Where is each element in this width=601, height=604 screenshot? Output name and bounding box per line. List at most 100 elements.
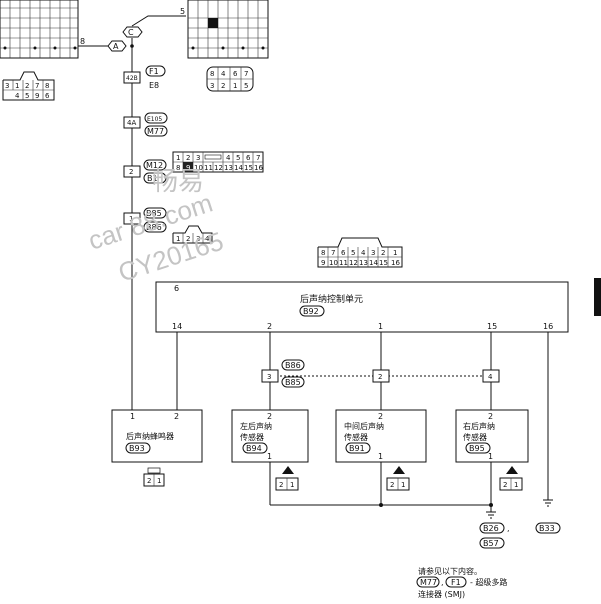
pin-5-label: 5 bbox=[180, 7, 185, 16]
cu-pin-15: 15 bbox=[487, 322, 497, 331]
notes: 请参见以下内容。 M77 , F1 - 超级多路 连接器 (SMJ) bbox=[416, 566, 507, 599]
harness-1-num: 1 bbox=[129, 215, 133, 223]
m12-p8: 8 bbox=[176, 164, 180, 172]
harness-connector-2: 2 M12 B1 bbox=[123, 159, 167, 184]
b94-pin-top: 2 bbox=[267, 412, 272, 421]
m12-p16: 16 bbox=[254, 164, 263, 172]
cr-1: 8 bbox=[210, 70, 214, 78]
m12-pin-grid: 1 2 3 4 5 6 7 8 9 10 11 12 13 14 15 16 bbox=[172, 151, 264, 173]
note-sep: , bbox=[441, 578, 444, 587]
ground-b26: B26 bbox=[483, 524, 499, 533]
component-b94: 2 左后声纳 传感器 B94 1 bbox=[231, 409, 309, 463]
b94-pin-bottom: 1 bbox=[267, 452, 272, 461]
note-desc: - 超级多路 bbox=[470, 577, 507, 587]
cl-8: 9 bbox=[35, 92, 39, 100]
b91-pin-bottom: 1 bbox=[378, 452, 383, 461]
b92-p1: 1 bbox=[393, 249, 397, 257]
pin-8-label: 8 bbox=[80, 37, 85, 46]
b92-p2: 2 bbox=[381, 249, 385, 257]
cl-2: 1 bbox=[15, 82, 19, 90]
b94-code: B94 bbox=[246, 444, 262, 453]
sensor-connector-b94: 2 1 bbox=[275, 466, 299, 491]
b86-p3: 3 bbox=[196, 235, 200, 243]
ground-wires bbox=[269, 462, 553, 519]
b86-pin-grid: 1 2 3 4 bbox=[172, 225, 213, 244]
harness-4a-num: 4A bbox=[127, 119, 136, 127]
b91-code: B91 bbox=[349, 444, 365, 453]
harness-connector-4a: 4A E105 M77 bbox=[123, 112, 168, 137]
cr-7: 1 bbox=[233, 82, 237, 90]
b92-p16: 16 bbox=[391, 259, 400, 267]
b92-p4: 4 bbox=[361, 249, 366, 257]
watermark-line1: 畅易 bbox=[152, 166, 204, 196]
joint-b85-code: B85 bbox=[285, 378, 301, 387]
cr-5: 3 bbox=[210, 82, 214, 90]
page-edge-marker bbox=[594, 278, 601, 316]
note-f1: F1 bbox=[451, 578, 461, 587]
m12-p11: 11 bbox=[204, 164, 213, 172]
note-line1: 请参见以下内容。 bbox=[418, 566, 482, 576]
joint-1-num: 3 bbox=[267, 373, 271, 381]
sensor-connector-b95: 2 1 bbox=[499, 466, 523, 491]
m12-p3: 3 bbox=[196, 154, 200, 162]
m12-p1: 1 bbox=[176, 154, 180, 162]
b91-name-2: 传感器 bbox=[344, 432, 368, 442]
connector-c: C bbox=[122, 26, 143, 38]
control-unit-code: B92 bbox=[303, 307, 319, 316]
joint-b86-code: B86 bbox=[285, 361, 301, 370]
harness-e105-code: E105 bbox=[147, 116, 162, 123]
harness-e8-code: E8 bbox=[149, 81, 159, 90]
b86-p4: 4 bbox=[205, 235, 210, 243]
cl-9: 6 bbox=[45, 92, 50, 100]
ground-sep: , bbox=[507, 524, 510, 533]
harness-m12-code: M12 bbox=[146, 161, 163, 170]
harness-connector-1: 1 B85 B86 bbox=[123, 207, 167, 233]
ground-b33: B33 bbox=[539, 524, 555, 533]
cl-4: 7 bbox=[35, 82, 39, 90]
b92-p9: 9 bbox=[321, 259, 325, 267]
component-b95: 2 右后声纳 传感器 B95 1 bbox=[455, 409, 529, 463]
b91-conn-p2: 2 bbox=[390, 481, 394, 489]
b86-p2: 2 bbox=[186, 235, 190, 243]
note-m77: M77 bbox=[420, 578, 437, 587]
b92-p6: 6 bbox=[341, 249, 346, 257]
cr-4: 7 bbox=[244, 70, 248, 78]
b95-conn-p2: 2 bbox=[503, 481, 507, 489]
m12-p13: 13 bbox=[224, 164, 233, 172]
harness-connector-42b: 42B F1 E8 bbox=[123, 65, 166, 90]
m12-p4: 4 bbox=[226, 154, 231, 162]
b94-name-2: 传感器 bbox=[240, 432, 264, 442]
ground-refs: B26 , B57 B33 bbox=[479, 522, 561, 549]
joint-connectors: 3 2 4 B86 B85 bbox=[261, 359, 500, 388]
b93-conn-p1: 1 bbox=[157, 477, 161, 485]
b92-p12: 12 bbox=[349, 259, 358, 267]
connector-a-label: A bbox=[113, 42, 119, 51]
b94-conn-p1: 1 bbox=[290, 481, 294, 489]
b94-conn-p2: 2 bbox=[279, 481, 283, 489]
b95-conn-p1: 1 bbox=[514, 481, 518, 489]
b92-p8: 8 bbox=[321, 249, 325, 257]
b92-p11: 11 bbox=[339, 259, 348, 267]
b95-name-1: 右后声纳 bbox=[463, 421, 495, 431]
cu-pin-6: 6 bbox=[174, 284, 179, 293]
m12-p6: 6 bbox=[246, 154, 251, 162]
cr-8: 5 bbox=[244, 82, 248, 90]
harness-b85-code: B85 bbox=[146, 209, 162, 218]
b92-p7: 7 bbox=[331, 249, 335, 257]
watermark: 畅易 car 88.com CY20165 bbox=[85, 166, 227, 288]
control-unit-name: 后声纳控制单元 bbox=[300, 293, 363, 305]
connector-face-right: 8 4 6 7 3 2 1 5 bbox=[206, 66, 254, 92]
b95-code: B95 bbox=[469, 444, 485, 453]
b93-pin-1: 1 bbox=[130, 412, 135, 421]
b94-name-1: 左后声纳 bbox=[240, 421, 272, 431]
ground-b57: B57 bbox=[483, 539, 499, 548]
harness-42b-num: 42B bbox=[126, 75, 138, 82]
b91-pin-top: 2 bbox=[378, 412, 383, 421]
cl-1: 3 bbox=[5, 82, 9, 90]
b93-name: 后声纳蜂鸣器 bbox=[126, 431, 174, 441]
b91-name-1: 中间后声纳 bbox=[344, 421, 384, 431]
m12-p9: 9 bbox=[186, 164, 190, 172]
connector-c-label: C bbox=[128, 28, 134, 37]
harness-b86-code: B86 bbox=[146, 223, 162, 232]
